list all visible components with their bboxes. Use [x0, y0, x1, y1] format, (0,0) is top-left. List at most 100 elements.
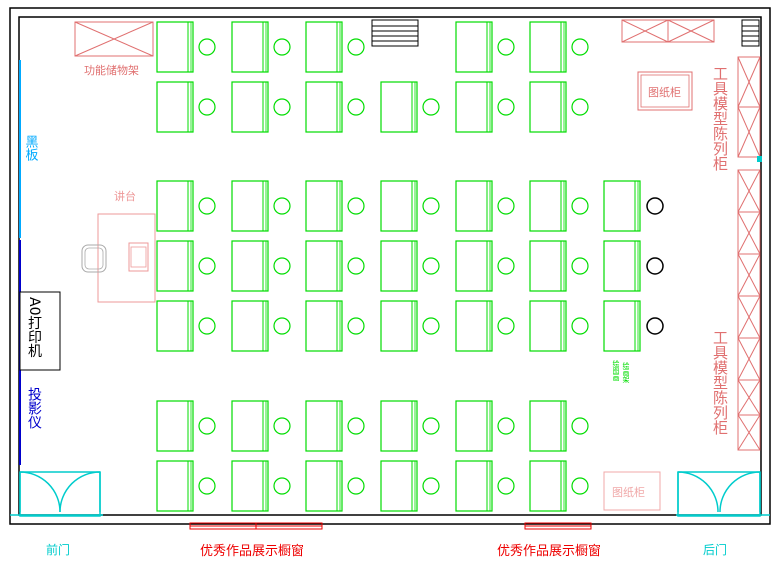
desk [529, 300, 567, 352]
stool [198, 38, 216, 56]
blackboard-label: 黑板 [23, 135, 39, 162]
desk [231, 460, 269, 512]
stool [198, 477, 216, 495]
stool [198, 98, 216, 116]
projector-label: 投影仪 [26, 387, 42, 429]
stool [347, 477, 365, 495]
desk [455, 21, 493, 73]
desk [305, 300, 343, 352]
stool [497, 317, 515, 335]
podium: 讲台 [81, 189, 156, 303]
desk [529, 81, 567, 133]
stool [497, 38, 515, 56]
stool [422, 477, 440, 495]
back-door [676, 471, 770, 517]
desk [603, 180, 641, 232]
desk [455, 180, 493, 232]
window-marker [757, 156, 762, 162]
stool [273, 477, 291, 495]
stool [571, 257, 589, 275]
desk [156, 300, 194, 352]
stairs-right [741, 19, 760, 47]
desk [380, 400, 418, 452]
easel-label-line2: 绘画架 [622, 361, 630, 384]
desk [380, 180, 418, 232]
stool [273, 98, 291, 116]
stool [273, 317, 291, 335]
desk [529, 240, 567, 292]
easel-stools [646, 197, 664, 335]
stool [422, 417, 440, 435]
stool [571, 417, 589, 435]
front-door [10, 471, 103, 517]
stairs-top [371, 19, 419, 47]
stool [571, 98, 589, 116]
stool [571, 477, 589, 495]
stool [347, 417, 365, 435]
tool-model-cabinet-top: 工具模型陈列柜 [711, 56, 761, 171]
desk [156, 81, 194, 133]
desk [380, 240, 418, 292]
stool [198, 257, 216, 275]
drawing-cabinet-top-label: 图纸柜 [648, 86, 681, 99]
desk [231, 180, 269, 232]
stool [198, 197, 216, 215]
podium-label: 讲台 [114, 189, 136, 203]
desk [455, 81, 493, 133]
showcase-left [189, 522, 323, 530]
stool [273, 38, 291, 56]
desk [231, 400, 269, 452]
desk [603, 240, 641, 292]
desk [603, 300, 641, 352]
stool [497, 477, 515, 495]
desk [455, 240, 493, 292]
desk [156, 21, 194, 73]
desk [529, 21, 567, 73]
desk [231, 300, 269, 352]
stool [347, 257, 365, 275]
desk [380, 460, 418, 512]
student-desks [156, 21, 641, 512]
stool [571, 317, 589, 335]
back-door-label: 后门 [703, 542, 727, 557]
desk [455, 400, 493, 452]
stool [347, 317, 365, 335]
a0-printer-label: A0打印机 [26, 297, 42, 359]
stool [497, 197, 515, 215]
easel-label-line1: 绘图画 [612, 359, 620, 382]
a0-printer: A0打印机 [19, 291, 61, 371]
front-door-label: 前门 [46, 542, 70, 557]
desk [231, 240, 269, 292]
drawing-cabinet-top: 图纸柜 [637, 71, 693, 111]
easel-stool [646, 197, 664, 215]
stool [497, 417, 515, 435]
stool [422, 197, 440, 215]
stool [497, 257, 515, 275]
desk [305, 180, 343, 232]
desk [305, 21, 343, 73]
desk [156, 180, 194, 232]
easel-stool [646, 257, 664, 275]
desk [305, 460, 343, 512]
stool [273, 197, 291, 215]
desk [380, 300, 418, 352]
stool [571, 38, 589, 56]
tool-model-cabinet-bottom: 工具模型陈列柜 [711, 169, 761, 451]
stool [198, 417, 216, 435]
stool [422, 257, 440, 275]
stool [347, 38, 365, 56]
stool [347, 197, 365, 215]
desk [305, 240, 343, 292]
desk [455, 460, 493, 512]
stool [347, 98, 365, 116]
desk [529, 180, 567, 232]
tool-model-cabinet-top-label: 工具模型陈列柜 [711, 66, 729, 171]
easel-stool [646, 317, 664, 335]
stool [198, 317, 216, 335]
stool [273, 417, 291, 435]
desk [231, 21, 269, 73]
desk [156, 240, 194, 292]
top-right-shelves [621, 19, 715, 43]
stool [497, 98, 515, 116]
